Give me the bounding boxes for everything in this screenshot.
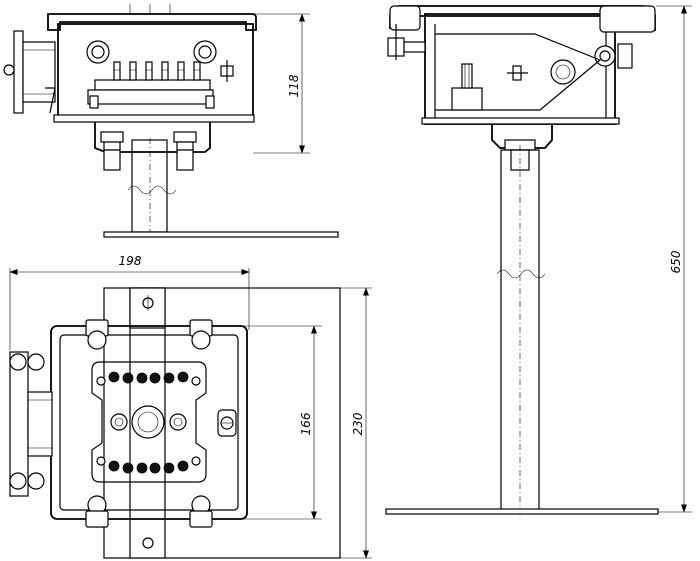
- dim-plate-width: 230: [340, 287, 372, 559]
- terminal-row-bottom: [96, 456, 201, 474]
- front-view: [3, 4, 339, 238]
- dim-inner-width: 166: [240, 325, 322, 520]
- mount-bracket: [94, 122, 211, 153]
- base-plate: [103, 231, 339, 238]
- dim-box-width: 198: [9, 254, 250, 350]
- top-view: [9, 287, 341, 559]
- side-box-base: [421, 117, 620, 125]
- terminal-block: [94, 79, 211, 91]
- side-base-plate: [385, 508, 659, 515]
- dim-box-height: 118: [253, 13, 310, 154]
- corner-nuts: [85, 319, 213, 528]
- top-box-inner: [59, 334, 239, 511]
- dim-label-650: 650: [669, 250, 683, 273]
- lid-hinge: [599, 5, 656, 33]
- top-base-plate: [103, 287, 341, 559]
- flange-bolts: [9, 353, 45, 490]
- terminal-plate: [91, 361, 207, 483]
- terminal-posts: [113, 61, 201, 81]
- dim-label-166: 166: [299, 412, 313, 435]
- box-base: [53, 114, 255, 123]
- center-gland: [131, 405, 165, 439]
- pipe-stand: [131, 139, 168, 233]
- bracket-nut: [100, 131, 124, 143]
- flange-bolt: [3, 64, 15, 76]
- dim-total-height: 650: [656, 5, 692, 513]
- side-nozzle: [22, 41, 56, 103]
- side-view: [385, 5, 659, 515]
- dim-label-230: 230: [351, 412, 365, 435]
- dim-label-118: 118: [287, 74, 301, 97]
- side-gland: [550, 59, 576, 85]
- box-lid: [47, 13, 257, 31]
- terminal-row-top: [96, 371, 201, 386]
- side-terminal-block: [451, 87, 483, 111]
- side-flange: [13, 30, 24, 114]
- side-bracket: [435, 33, 602, 111]
- dim-label-198: 198: [119, 254, 142, 268]
